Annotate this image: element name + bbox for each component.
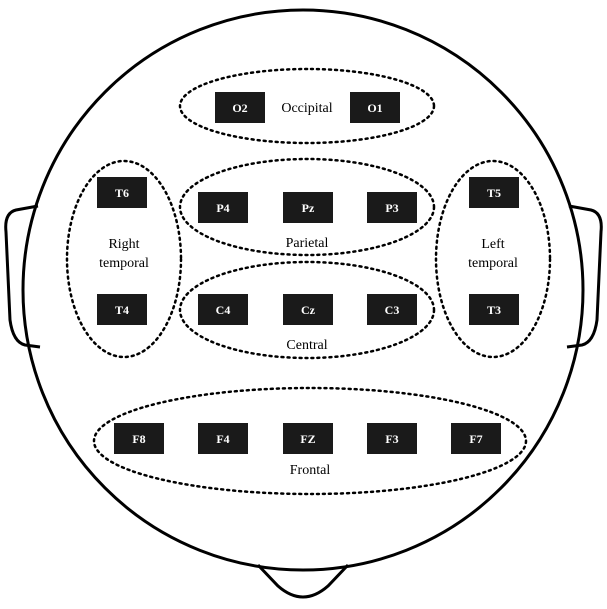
svg-text:Pz: Pz [302,201,315,215]
electrode-f3: F3 [367,423,417,454]
left-temporal-region [434,159,552,359]
electrode-pz: Pz [283,192,333,223]
right-ear-outline [4,204,41,349]
left-temporal-label: Left [481,237,504,252]
electrode-t4: T4 [97,294,147,325]
electrode-f4: F4 [198,423,248,454]
electrode-o1: O1 [350,92,400,123]
parietal-label: Parietal [286,236,329,251]
occipital-label: Occipital [281,101,332,116]
svg-text:O2: O2 [232,101,247,115]
right-temporal-region [65,159,183,359]
svg-text:O1: O1 [367,101,382,115]
svg-text:P3: P3 [385,201,398,215]
parietal-region [178,157,436,257]
frontal-region [92,386,528,496]
svg-text:F8: F8 [132,432,145,446]
left-ear-outline [566,204,603,349]
electrode-o2: O2 [215,92,265,123]
central-label: Central [286,338,327,353]
right-temporal-label-line2: temporal [99,256,149,271]
electrode-c3: C3 [367,294,417,325]
electrode-t5: T5 [469,177,519,208]
central-region [178,260,436,360]
head-outline [21,8,585,572]
svg-text:T3: T3 [487,303,501,317]
electrode-t3: T3 [469,294,519,325]
svg-text:C3: C3 [385,303,400,317]
svg-text:F7: F7 [469,432,482,446]
electrode-c4: C4 [198,294,248,325]
left-temporal-label-line2: temporal [468,256,518,271]
nose-outline [256,563,350,599]
electrode-p3: P3 [367,192,417,223]
svg-text:T5: T5 [487,186,501,200]
electrode-fz: FZ [283,423,333,454]
svg-text:Cz: Cz [301,303,316,317]
svg-text:FZ: FZ [300,432,315,446]
electrode-t6: T6 [97,177,147,208]
svg-text:P4: P4 [216,201,229,215]
occipital-region [178,67,436,145]
svg-text:T4: T4 [115,303,129,317]
electrode-f8: F8 [114,423,164,454]
electrode-cz: Cz [283,294,333,325]
electrode-p4: P4 [198,192,248,223]
svg-text:C4: C4 [216,303,231,317]
svg-text:F4: F4 [216,432,229,446]
frontal-label: Frontal [290,463,331,478]
svg-text:F3: F3 [385,432,398,446]
right-temporal-label: Right [108,237,139,252]
svg-text:T6: T6 [115,186,129,200]
electrode-f7: F7 [451,423,501,454]
